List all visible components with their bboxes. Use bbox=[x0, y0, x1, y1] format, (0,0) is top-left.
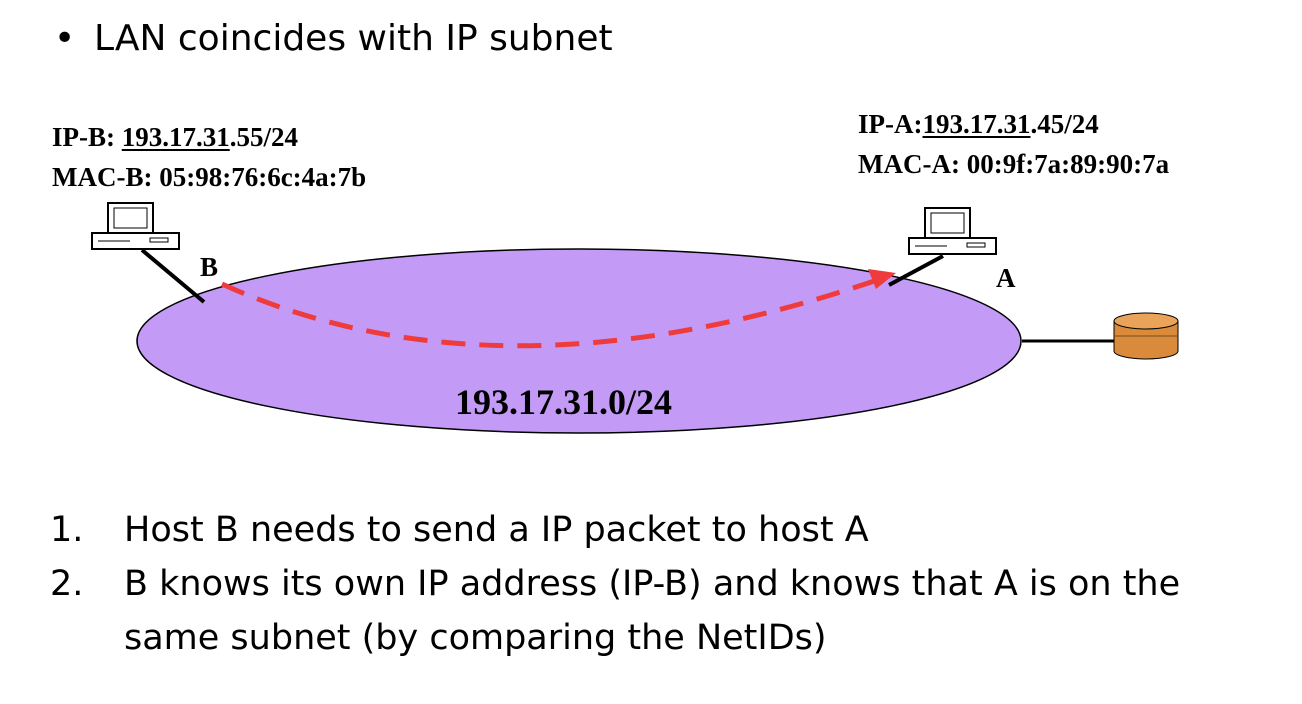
list-item: 1. Host B needs to send a IP packet to h… bbox=[50, 503, 1264, 557]
host-a-info: IP-A:193.17.31.45/24 MAC-A: 00:9f:7a:89:… bbox=[858, 104, 1169, 184]
step-text: B knows its own IP address (IP-B) and kn… bbox=[124, 564, 1181, 658]
host-a-cable bbox=[888, 254, 944, 287]
host-b-netid: 193.17.31 bbox=[121, 122, 230, 152]
list-item: 2. B knows its own IP address (IP-B) and… bbox=[50, 557, 1264, 665]
bullet-text: LAN coincides with IP subnet bbox=[94, 18, 613, 59]
host-a-ip: IP-A:193.17.31.45/24 bbox=[858, 109, 1099, 139]
packet-path-arrow bbox=[220, 276, 881, 349]
step-number: 2. bbox=[50, 564, 84, 604]
router-icon bbox=[1113, 312, 1179, 360]
host-a-tag: A bbox=[996, 263, 1016, 293]
arrowhead-icon bbox=[868, 269, 896, 289]
host-b-cable bbox=[140, 248, 206, 304]
host-b-mac: MAC-B: 05:98:76:6c:4a:7b bbox=[52, 162, 367, 192]
step-number: 1. bbox=[50, 510, 84, 550]
computer-a-icon bbox=[908, 207, 997, 255]
subnet-ellipse bbox=[136, 248, 1022, 434]
host-b-ip: IP-B: 193.17.31.55/24 bbox=[52, 122, 299, 152]
step-text: Host B needs to send a IP packet to host… bbox=[124, 510, 869, 550]
host-a-mac: MAC-A: 00:9f:7a:89:90:7a bbox=[858, 149, 1170, 179]
host-a-netid: 193.17.31 bbox=[922, 109, 1031, 139]
bullet-dot: • bbox=[54, 18, 76, 59]
bullet-heading: • LAN coincides with IP subnet bbox=[54, 18, 613, 59]
computer-b-icon bbox=[91, 202, 180, 250]
subnet-label: 193.17.31.0/24 bbox=[455, 382, 672, 422]
host-b-info: IP-B: 193.17.31.55/24 MAC-B: 05:98:76:6c… bbox=[52, 117, 366, 197]
step-list: 1. Host B needs to send a IP packet to h… bbox=[50, 503, 1264, 665]
host-b-tag: B bbox=[200, 252, 218, 282]
